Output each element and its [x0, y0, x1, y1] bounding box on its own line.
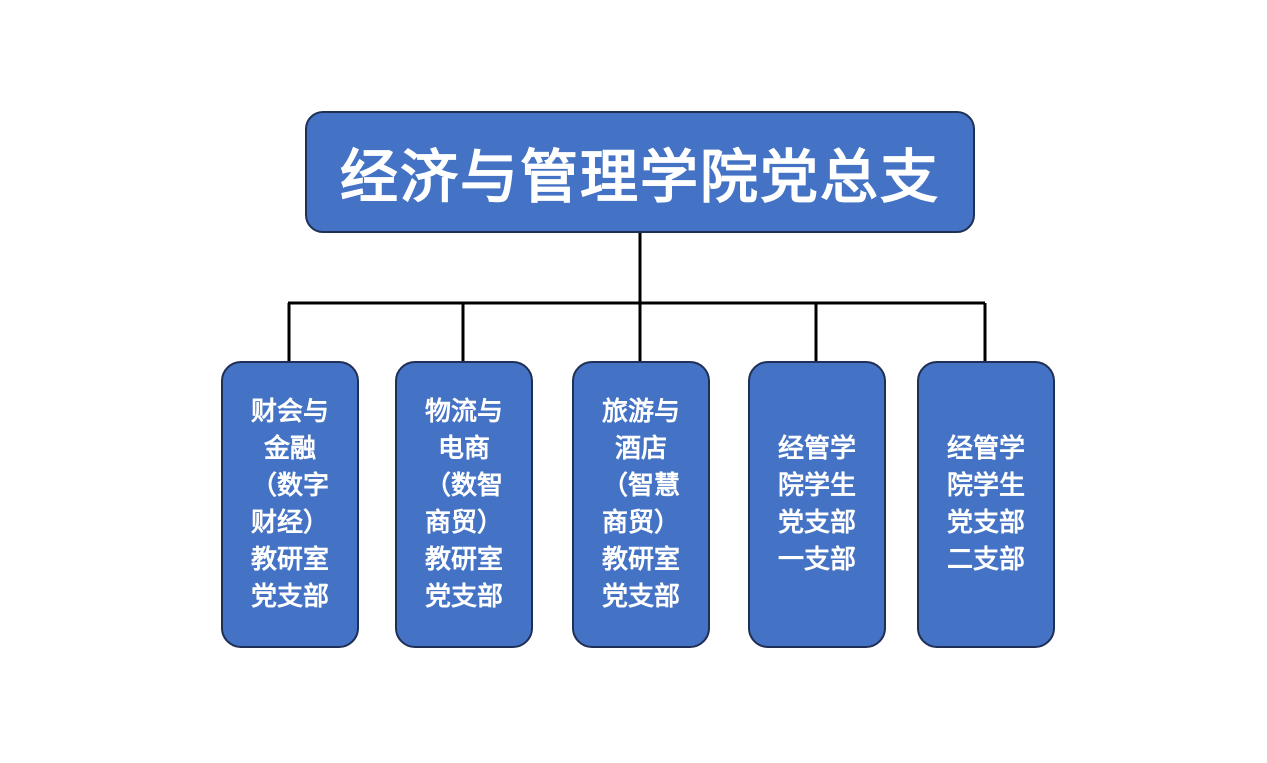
branch-line: 党支部 — [777, 507, 856, 538]
branch-line: 二支部 — [946, 544, 1025, 575]
branch-node-logistics: 物流与 电商 （数智 商贸） 教研室 党支部 — [395, 361, 533, 648]
branch-line: 物流与 — [424, 396, 503, 427]
branch-line: 财会与 — [250, 396, 329, 427]
branch-line: 经管学 — [946, 433, 1025, 464]
branch-line: 院学生 — [946, 470, 1025, 501]
root-title: 经济与管理学院党总支 — [339, 143, 940, 211]
branch-line: 党支部 — [250, 581, 329, 612]
branch-line: 商贸） — [424, 507, 503, 538]
branch-line: 财经） — [250, 507, 329, 538]
branch-node-student-two: 经管学 院学生 党支部 二支部 — [917, 361, 1055, 648]
branch-line: （数智 — [424, 470, 503, 501]
branch-node-student-one: 经管学 院学生 党支部 一支部 — [748, 361, 886, 648]
branch-line: 商贸） — [601, 507, 680, 538]
branch-line: 院学生 — [777, 470, 856, 501]
branch-line: 电商 — [437, 433, 490, 464]
branch-line: 教研室 — [250, 544, 329, 575]
branch-line: 教研室 — [424, 544, 503, 575]
branch-line: （数字 — [250, 470, 329, 501]
branch-line: 党支部 — [601, 581, 680, 612]
root-node: 经济与管理学院党总支 — [305, 111, 975, 233]
branch-line: 党支部 — [424, 581, 503, 612]
branch-line: 党支部 — [946, 507, 1025, 538]
branch-line: 金融 — [263, 433, 316, 464]
branch-node-finance: 财会与 金融 （数字 财经） 教研室 党支部 — [221, 361, 359, 648]
branch-line: 酒店 — [614, 433, 667, 464]
branch-line: 旅游与 — [601, 396, 680, 427]
branch-node-tourism: 旅游与 酒店 （智慧 商贸） 教研室 党支部 — [572, 361, 710, 648]
branch-line: （智慧 — [601, 470, 680, 501]
branch-line: 教研室 — [601, 544, 680, 575]
branch-line: 经管学 — [777, 433, 856, 464]
branch-line: 一支部 — [777, 544, 856, 575]
